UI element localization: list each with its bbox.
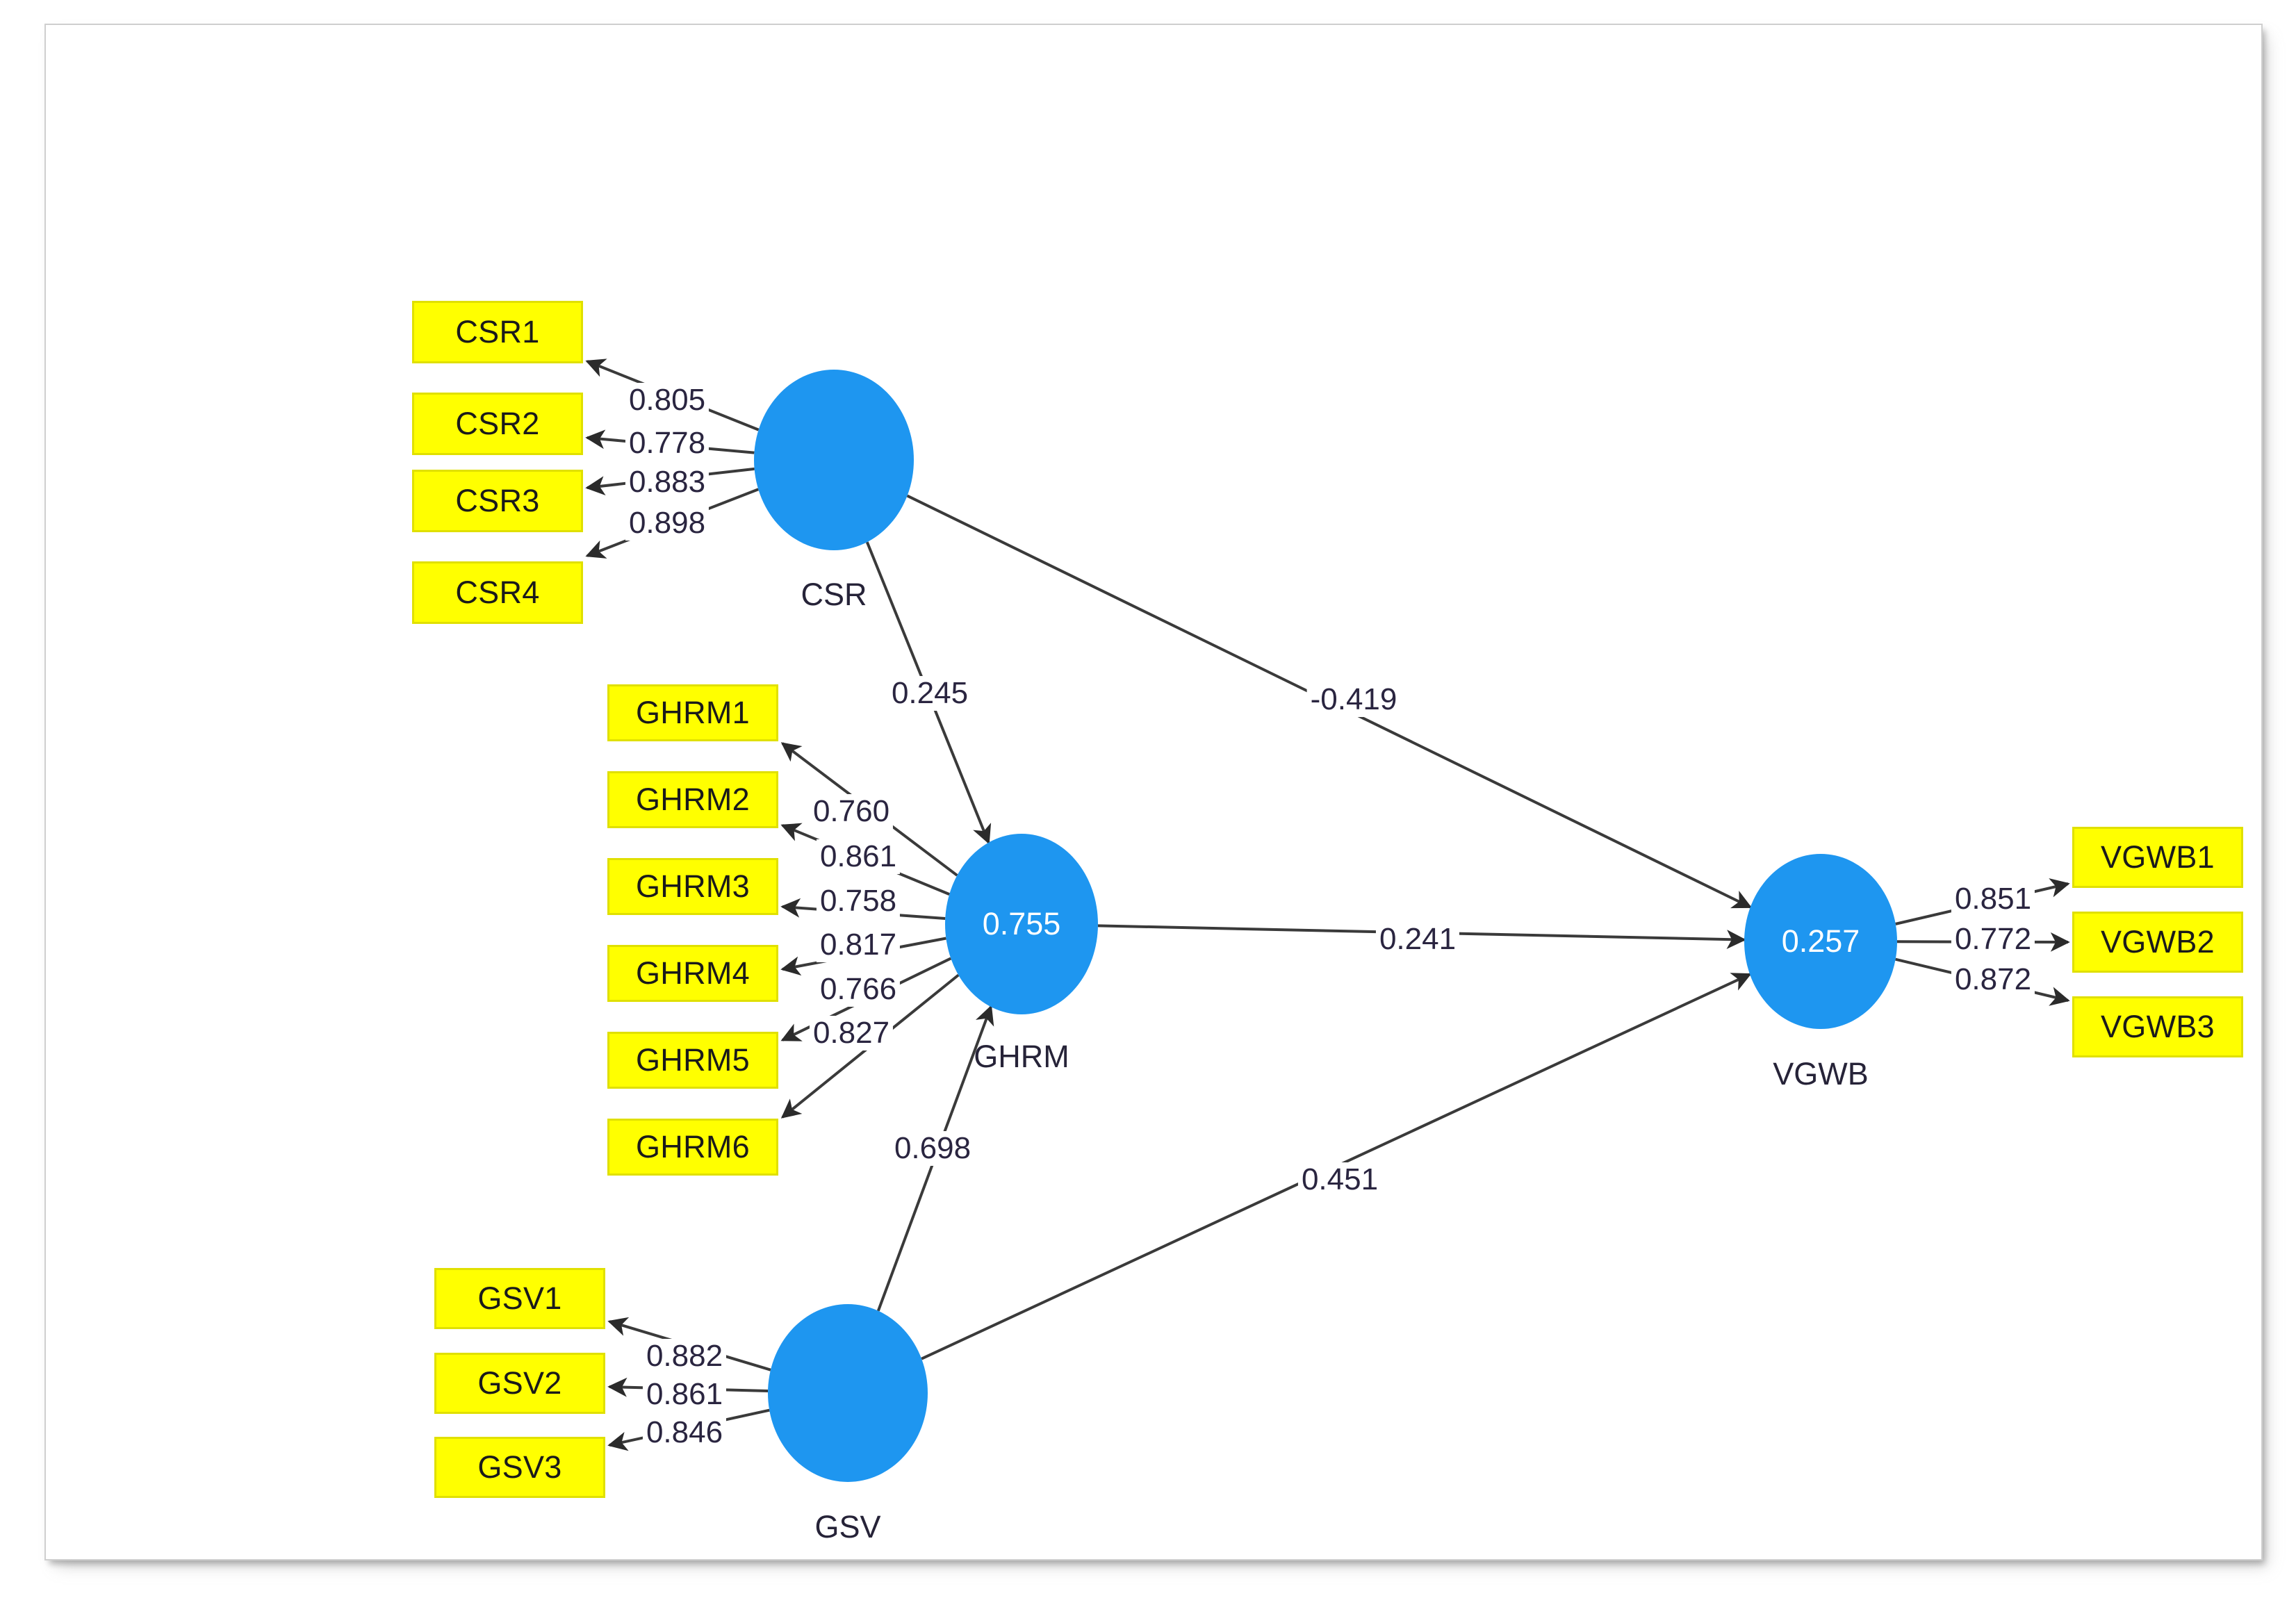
indicator-box-vgwb1[interactable]: VGWB1 <box>2072 827 2243 888</box>
loading-value-ghrm5: 0.766 <box>816 972 901 1007</box>
r-squared-ghrm: 0.755 <box>982 906 1061 941</box>
loading-value-vgwb1: 0.851 <box>1951 882 2035 916</box>
path-coefficient-gsv-ghrm: 0.698 <box>890 1131 975 1166</box>
loading-value-ghrm2: 0.861 <box>816 839 901 874</box>
path-coefficient-ghrm-vgwb: 0.241 <box>1375 922 1460 957</box>
indicator-box-ghrm5[interactable]: GHRM5 <box>607 1032 778 1089</box>
indicator-label: VGWB1 <box>2100 839 2215 875</box>
indicator-label: GSV1 <box>477 1280 562 1316</box>
loading-value-csr3: 0.883 <box>625 465 710 500</box>
latent-variable-csr[interactable] <box>754 370 914 550</box>
indicator-box-csr3[interactable]: CSR3 <box>412 470 583 532</box>
path-coefficient-gsv-vgwb: 0.451 <box>1297 1162 1382 1197</box>
indicator-box-ghrm2[interactable]: GHRM2 <box>607 771 778 828</box>
loading-value-gsv3: 0.846 <box>642 1415 727 1450</box>
loading-value-gsv1: 0.882 <box>642 1339 727 1374</box>
latent-label-csr: CSR <box>801 577 867 612</box>
loading-value-gsv2: 0.861 <box>642 1377 727 1412</box>
latent-label-vgwb: VGWB <box>1773 1056 1869 1092</box>
indicator-label: VGWB2 <box>2100 924 2215 959</box>
indicator-label: CSR3 <box>455 483 540 518</box>
r-squared-vgwb: 0.257 <box>1781 923 1860 959</box>
indicator-label: GHRM6 <box>635 1129 750 1164</box>
indicator-box-ghrm1[interactable]: GHRM1 <box>607 684 778 741</box>
diagram-frame <box>44 24 2263 1560</box>
loading-value-vgwb3: 0.872 <box>1951 962 2035 997</box>
latent-label-ghrm: GHRM <box>974 1039 1069 1074</box>
latent-variable-vgwb[interactable] <box>1744 854 1897 1029</box>
latent-variable-ghrm[interactable] <box>945 834 1098 1014</box>
indicator-box-gsv1[interactable]: GSV1 <box>434 1268 605 1329</box>
loading-value-ghrm4: 0.817 <box>816 928 901 962</box>
indicator-label: VGWB3 <box>2100 1009 2215 1044</box>
indicator-label: GHRM4 <box>635 955 750 991</box>
loading-value-csr4: 0.898 <box>625 506 710 541</box>
indicator-box-ghrm4[interactable]: GHRM4 <box>607 945 778 1002</box>
latent-variable-ellipses <box>754 370 1897 1482</box>
loading-value-csr2: 0.778 <box>625 426 710 461</box>
indicator-label: CSR1 <box>455 314 540 349</box>
loading-value-csr1: 0.805 <box>625 383 710 418</box>
path-coefficient-csr-ghrm: 0.245 <box>887 676 972 711</box>
indicator-box-csr1[interactable]: CSR1 <box>412 301 583 363</box>
loading-value-vgwb2: 0.772 <box>1951 922 2035 957</box>
indicator-label: GHRM2 <box>635 782 750 817</box>
latent-label-gsv: GSV <box>814 1509 881 1545</box>
latent-variable-gsv[interactable] <box>768 1304 928 1482</box>
indicator-box-vgwb3[interactable]: VGWB3 <box>2072 996 2243 1057</box>
indicator-box-csr4[interactable]: CSR4 <box>412 561 583 624</box>
indicator-box-ghrm3[interactable]: GHRM3 <box>607 858 778 915</box>
indicator-label: GSV2 <box>477 1365 562 1401</box>
indicator-box-gsv3[interactable]: GSV3 <box>434 1437 605 1498</box>
indicator-box-csr2[interactable]: CSR2 <box>412 393 583 455</box>
indicator-label: GHRM5 <box>635 1042 750 1078</box>
indicator-label: CSR4 <box>455 575 540 610</box>
loading-value-ghrm3: 0.758 <box>816 884 901 919</box>
loading-value-ghrm1: 0.760 <box>809 794 894 829</box>
indicator-box-ghrm6[interactable]: GHRM6 <box>607 1119 778 1176</box>
indicator-box-gsv2[interactable]: GSV2 <box>434 1353 605 1414</box>
indicator-box-vgwb2[interactable]: VGWB2 <box>2072 912 2243 973</box>
indicator-label: GHRM1 <box>635 695 750 730</box>
indicator-label: GSV3 <box>477 1449 562 1485</box>
loading-value-ghrm6: 0.827 <box>809 1016 894 1051</box>
indicator-label: GHRM3 <box>635 868 750 904</box>
path-coefficient-csr-vgwb: -0.419 <box>1306 682 1401 717</box>
indicator-label: CSR2 <box>455 406 540 441</box>
